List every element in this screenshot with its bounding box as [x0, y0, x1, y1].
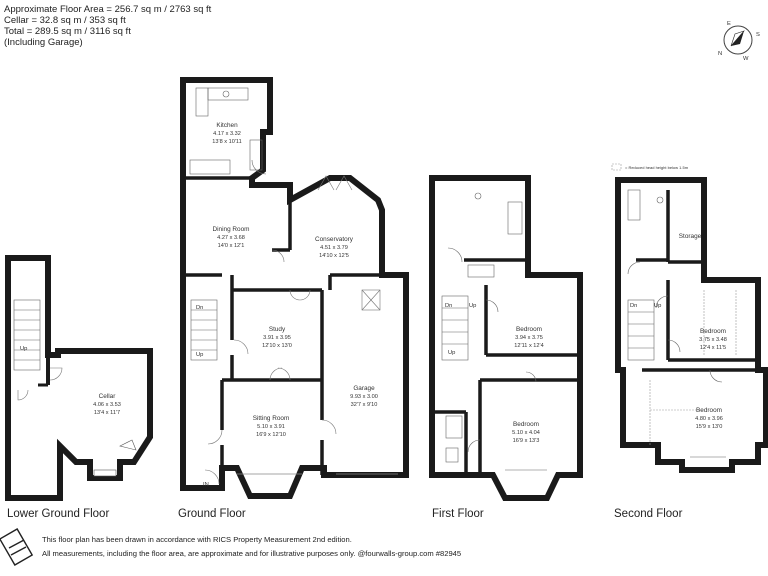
kitchen-name: Kitchen: [216, 122, 238, 129]
study-name: Study: [269, 326, 286, 333]
first-bedroom-1-name: Bedroom: [516, 326, 542, 333]
footer-rics-note: This floor plan has been drawn in accord…: [42, 535, 352, 544]
compass-e: E: [727, 21, 731, 27]
first-outer-walls: [429, 175, 583, 501]
lower-ground-outer-walls: [5, 255, 153, 501]
compass-s: S: [756, 32, 760, 38]
second-bedroom-2-metric: 4.80 x 3.96: [695, 416, 723, 422]
dining-room-name: Dining Room: [213, 226, 250, 233]
second-bedroom-1-metric: 3.75 x 3.48: [699, 337, 727, 343]
compass-w: W: [743, 56, 749, 62]
sitting-room-metric: 5.10 x 3.91: [257, 424, 285, 430]
lower-ground-floor-plan: Up Cellar 4.06 x 3.53 13'4 x 11'7: [5, 255, 153, 501]
ground-dn-label: Dn: [196, 305, 203, 311]
ground-floor-label: Ground Floor: [178, 508, 246, 520]
first-floor-label: First Floor: [432, 508, 484, 520]
first-up-label-b: Up: [448, 350, 455, 356]
second-bedroom-1-name: Bedroom: [700, 328, 726, 335]
conservatory-metric: 4.51 x 3.79: [320, 245, 348, 251]
kitchen-metric: 4.17 x 3.32: [213, 131, 241, 137]
ground-up-label: Up: [196, 352, 203, 358]
kitchen-imperial: 13'8 x 10'11: [212, 139, 241, 145]
area-cellar-line: Cellar = 32.8 sq m / 353 sq ft: [4, 15, 126, 26]
fourwalls-logo-icon: [0, 528, 34, 566]
dining-room-metric: 4.27 x 3.68: [217, 235, 245, 241]
reduced-head-height-note: = Reduced head height below 1.5m: [625, 165, 689, 170]
second-outer-walls: [615, 177, 768, 473]
cellar-imperial: 13'4 x 11'7: [94, 410, 120, 416]
ground-outer-walls: [180, 77, 409, 499]
conservatory-imperial: 14'10 x 12'5: [319, 253, 349, 259]
first-bedroom-2-name: Bedroom: [513, 421, 539, 428]
first-floor-plan: Bedroom 3.94 x 3.75 12'11 x 12'4 Bedroom…: [429, 175, 583, 501]
second-floor-label: Second Floor: [614, 508, 683, 520]
cellar-metric: 4.06 x 3.53: [93, 402, 121, 408]
lower-ground-up-label: Up: [20, 346, 27, 352]
first-dn-label: Dn: [445, 303, 452, 309]
garage-metric: 9.93 x 3.00: [350, 394, 378, 400]
second-bedroom-2-name: Bedroom: [696, 407, 722, 414]
dining-room-imperial: 14'0 x 12'1: [218, 243, 245, 249]
area-approx-line: Approximate Floor Area = 256.7 sq m / 27…: [4, 4, 212, 15]
garage-name: Garage: [353, 385, 375, 392]
area-total-line: Total = 289.5 sq m / 3116 sq ft: [4, 26, 131, 37]
first-bedroom-1-metric: 3.94 x 3.75: [515, 335, 543, 341]
ground-floor-plan: Kitchen 4.17 x 3.32 13'8 x 10'11 Dining …: [180, 77, 409, 499]
study-metric: 3.91 x 3.95: [263, 335, 291, 341]
sitting-room-imperial: 16'9 x 12'10: [256, 432, 286, 438]
sitting-room-name: Sitting Room: [253, 415, 290, 422]
first-bedroom-2-metric: 5.10 x 4.04: [512, 430, 540, 436]
cellar-name: Cellar: [99, 393, 117, 400]
first-bedroom-2-imperial: 16'9 x 13'3: [513, 438, 540, 444]
storage-label: Storage: [679, 233, 702, 240]
reduced-head-height-swatch: [611, 163, 622, 171]
footer-disclaimer: All measurements, including the floor ar…: [42, 549, 462, 558]
second-bedroom-1-imperial: 12'4 x 11'5: [700, 345, 726, 351]
first-up-label-a: Up: [469, 303, 476, 309]
conservatory-name: Conservatory: [315, 236, 354, 243]
lower-ground-floor-label: Lower Ground Floor: [7, 508, 110, 520]
garage-imperial: 32'7 x 9'10: [351, 402, 378, 408]
compass-n: N: [718, 51, 722, 57]
study-imperial: 12'10 x 13'0: [262, 343, 292, 349]
second-floor-plan: = Reduced head height below 1.5m: [611, 163, 768, 473]
second-up-label: Up: [654, 303, 661, 309]
second-bedroom-2-imperial: 15'9 x 13'0: [696, 424, 723, 430]
compass-icon: E N S W: [718, 21, 760, 62]
second-dn-label: Dn: [630, 303, 637, 309]
first-bedroom-1-imperial: 12'11 x 12'4: [514, 343, 543, 349]
ground-entrance-label: IN: [203, 482, 209, 488]
area-including-garage-line: (Including Garage): [4, 37, 83, 48]
